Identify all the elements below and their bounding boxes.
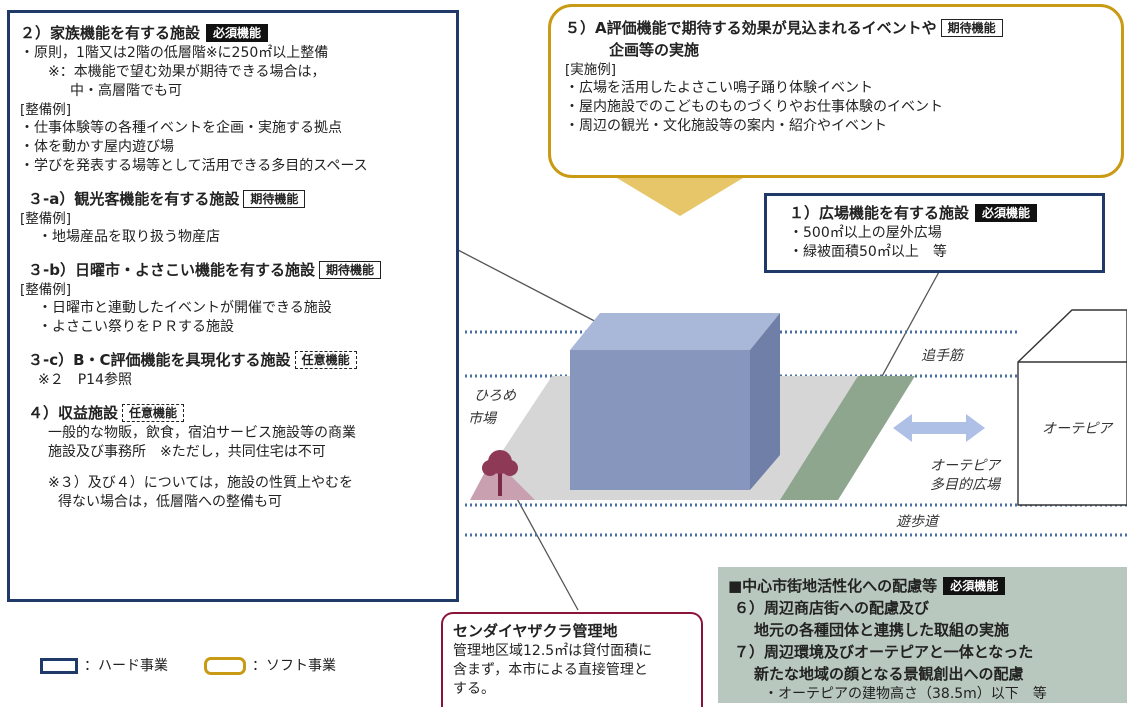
family-p2: ※：本機能で望む効果が期待できる場合は， xyxy=(48,64,326,80)
optional-badge: 任意機能 xyxy=(294,351,357,369)
s3b-item-1: ・日曜市と連動したイベントが開催できる施設 xyxy=(38,300,332,316)
plaza-line-1: ・500㎡以上の屋外広場 xyxy=(789,225,942,241)
double-arrow xyxy=(893,414,985,442)
expected-badge: 期待機能 xyxy=(318,261,381,279)
center-city-box: ■中心市街地活性化への配慮等必須機能 ６）周辺商店街への配慮及び 地元の各種団体… xyxy=(718,567,1127,703)
sakura-ground xyxy=(470,470,535,500)
event-ex-label: [実施例] xyxy=(565,62,617,78)
building-side xyxy=(750,313,780,490)
center-title: ■中心市街地活性化への配慮等必須機能 xyxy=(728,575,1117,597)
legend-hard-swatch xyxy=(40,658,78,674)
sakura-tree-icon xyxy=(482,450,518,496)
legend-soft-label: ：ソフト事業 xyxy=(252,658,336,674)
event-ex3: ・周辺の観光・文化施設等の案内・紹介やイベント xyxy=(565,118,887,134)
legend-soft-swatch xyxy=(204,657,246,675)
center-line-3: ７）周辺環境及びオーテピアと一体となった xyxy=(734,643,1034,661)
label-plaza-1: オーテピア xyxy=(930,458,1000,474)
family-ex1: ・仕事体験等の各種イベントを企画・実施する拠点 xyxy=(20,120,342,136)
label-hirome-1: ひろめ xyxy=(474,388,516,404)
s3c-title: ３-c）B・C評価機能を具現化する施設任意機能 xyxy=(20,349,446,371)
sakura-box: センダイヤザクラ管理地 管理地区域12.5㎡は貸付面積に 含まず，本市による直接… xyxy=(441,612,703,707)
s4-title: ４）収益施設任意機能 xyxy=(20,402,446,424)
event-title-1: ５）A評価機能で期待する効果が見込まれるイベントや期待機能 xyxy=(565,17,1107,39)
connector-left-to-building xyxy=(457,249,609,329)
s4-line-2: 施設及び事務所 ※ただし，共同住宅は不可 xyxy=(48,444,326,460)
center-line-1: ６）周辺商店街への配慮及び xyxy=(734,599,930,617)
s3b-item-2: ・よさこい祭りをＰＲする施設 xyxy=(38,319,234,335)
building-front xyxy=(570,350,750,490)
s4-line-1: 一般的な物販，飲食，宿泊サービス施設等の商業 xyxy=(48,425,356,441)
required-badge: 必須機能 xyxy=(206,24,269,42)
label-hirome-2: 市場 xyxy=(468,411,496,427)
family-ex-label: [整備例] xyxy=(20,102,72,118)
connector-sakura xyxy=(514,494,579,611)
plaza-line-2: ・緑被面積50㎡以上 等 xyxy=(789,244,947,260)
label-plaza-2: 多目的広場 xyxy=(930,477,1000,493)
expected-badge: 期待機能 xyxy=(940,19,1003,37)
green-plaza xyxy=(780,376,915,500)
legend-hard-label: ：ハード事業 xyxy=(84,658,168,674)
sakura-title: センダイヤザクラ管理地 xyxy=(453,622,618,640)
plaza-title: １）広場機能を有する施設必須機能 xyxy=(789,202,1090,224)
label-otesuji: 追手筋 xyxy=(921,348,963,364)
s3b-title: ３-b）日曜市・よさこい機能を有する施設期待機能 xyxy=(20,259,446,281)
s3b-ex-label: [整備例] xyxy=(20,282,72,298)
family-title: ２）家族機能を有する施設必須機能 xyxy=(20,22,446,44)
optional-badge: 任意機能 xyxy=(122,404,185,422)
label-yuhodo: 遊歩道 xyxy=(896,514,938,530)
oteppia-building xyxy=(1017,309,1127,506)
event-ex2: ・屋内施設でのこどものものづくりやお仕事体験のイベント xyxy=(565,99,943,115)
family-p1: ・原則，1階又は2階の低層階※に250㎡以上整備 xyxy=(20,45,329,61)
s3a-title: ３-a）観光客機能を有する施設期待機能 xyxy=(20,188,446,210)
center-line-2: 地元の各種団体と連携した取組の実施 xyxy=(754,621,1010,639)
center-line-4: 新たな地域の顔となる景観創出への配慮 xyxy=(754,665,1024,683)
event-title-2: 企画等の実施 xyxy=(609,41,700,59)
event-box: ５）A評価機能で期待する効果が見込まれるイベントや期待機能 企画等の実施 [実施… xyxy=(548,4,1124,178)
required-badge: 必須機能 xyxy=(975,204,1038,222)
sakura-line-3: する。 xyxy=(453,681,495,697)
soft-pointer-triangle xyxy=(617,178,743,216)
s3a-ex-label: [整備例] xyxy=(20,211,72,227)
sakura-line-2: 含まず，本市による直接管理と xyxy=(453,662,648,678)
sakura-line-1: 管理地区域12.5㎡は貸付面積に xyxy=(453,643,653,659)
building-top xyxy=(570,313,780,350)
note-line-1: ※３）及び４）については，施設の性質上やむを xyxy=(48,475,354,491)
expected-badge: 期待機能 xyxy=(243,190,306,208)
required-badge: 必須機能 xyxy=(943,577,1006,595)
connector-plaza xyxy=(879,269,941,381)
center-line-5: ・オーテピアの建物高さ（38.5m）以下 等 xyxy=(764,686,1047,702)
s3a-item: ・地場産品を取り扱う物産店 xyxy=(38,229,220,245)
label-oteppia: オーテピア xyxy=(1042,421,1112,437)
family-facility-box: ２）家族機能を有する施設必須機能 ・原則，1階又は2階の低層階※に250㎡以上整… xyxy=(7,10,459,602)
family-p3: 中・高層階でも可 xyxy=(70,83,182,99)
event-ex1: ・広場を活用したよさこい鳴子踊り体験イベント xyxy=(565,80,873,96)
note-line-2: 得ない場合は，低層階への整備も可 xyxy=(58,494,282,510)
family-ex2: ・体を動かす屋内遊び場 xyxy=(20,139,174,155)
plaza-box: １）広場機能を有する施設必須機能 ・500㎡以上の屋外広場 ・緑被面積50㎡以上… xyxy=(764,193,1105,273)
s3c-note: ※２ P14参照 xyxy=(38,372,132,388)
family-ex3: ・学びを発表する場等として活用できる多目的スペース xyxy=(20,158,368,174)
